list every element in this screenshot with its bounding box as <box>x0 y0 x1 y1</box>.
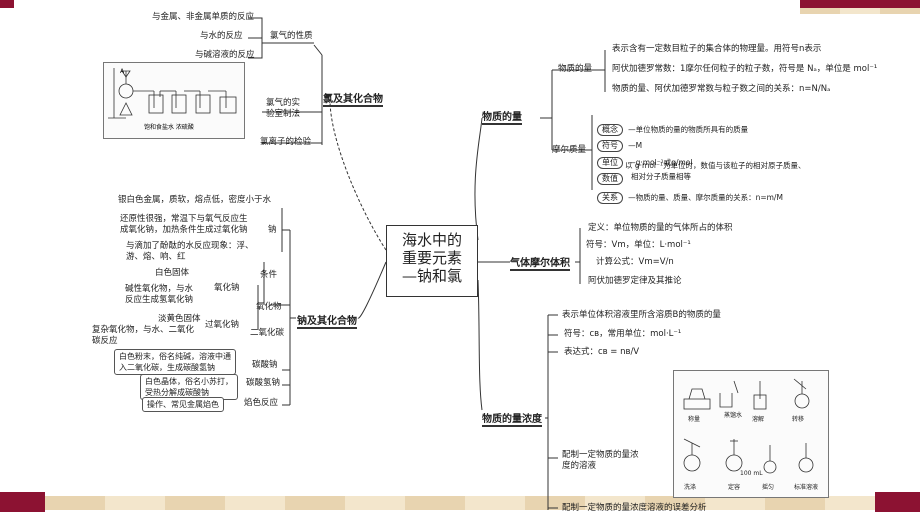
sodium-na2o-label: 氧化钠 <box>214 283 240 293</box>
sodium-na2o-2: 碱性氧化物，与水 <box>125 284 194 294</box>
chlorine-lab-label-2: 验室制法 <box>266 109 301 119</box>
sodium-water-2: 游、熔、响、红 <box>126 252 186 262</box>
prep-step-volume: 定容 <box>728 483 740 491</box>
prep-step-shake: 摇匀 <box>762 483 774 491</box>
bottom-left-accent-bar <box>0 492 45 512</box>
chlorine-ion-test: 氯离子的检验 <box>260 137 312 147</box>
prep-step-weigh: 称量 <box>688 415 700 423</box>
mole-sub1-item-3: 物质的量、阿伏加德罗常数与粒子数之间的关系：n=N/Nₐ <box>612 84 831 94</box>
molar-relation-text: —物质的量、质量、摩尔质量的关系：n=m/M <box>628 193 783 202</box>
chlorine-lab-label-1: 氯气的实 <box>266 98 301 108</box>
chlorine-branch-title: 氯及其化合物 <box>323 90 383 107</box>
sodium-bicarb-box: 白色晶体，俗名小苏打， 受热分解成碳酸钠 <box>140 374 238 400</box>
sodium-carbonate-box: 白色粉末，俗名纯碱，溶液中通 入二氧化碳，生成碳酸氢钠 <box>114 349 236 375</box>
solution-prep-drawing: 称量 蒸馏水 溶解 转移 洗涤 定容 摇匀 标准溶液 100 mL <box>683 378 818 491</box>
chlorine-property-1: 与金属、非金属单质的反应 <box>152 12 255 22</box>
sodium-co2-label: 二氧化碳 <box>250 328 285 338</box>
conc-branch-title: 物质的量浓度 <box>482 410 542 427</box>
lab-marker-a: A <box>120 68 125 75</box>
prep-step-dissolve: 溶解 <box>752 415 764 423</box>
conc-item-1: 表示单位体积溶液里所含溶质B的物质的量 <box>562 310 721 320</box>
sodium-carbonate-2: 入二氧化碳，生成碳酸氢钠 <box>119 363 215 372</box>
molar-symbol-row: 符号 —M <box>597 133 642 152</box>
molar-concept-row: 概念 —单位物质的量的物质所具有的质量 <box>597 117 748 136</box>
top-right-accent-bar <box>800 0 920 8</box>
molar-concept-text: —单位物质的量的物质所具有的质量 <box>628 125 749 134</box>
sodium-fact-1: 银白色金属，质软，熔点低，密度小于水 <box>118 195 272 205</box>
solution-prep-figure: 称量 蒸馏水 溶解 转移 洗涤 定容 摇匀 标准溶液 100 mL <box>673 370 829 498</box>
gas-item-3: 计算公式：Vm=V/n <box>596 257 674 267</box>
sodium-water-1: 与滴加了酚酞的水反应现象：浮、 <box>126 241 254 251</box>
gas-item-4: 阿伏加德罗定律及其推论 <box>588 276 682 286</box>
sodium-reduce-1: 还原性很强，常温下与氧气反应生 <box>120 214 248 224</box>
prep-flask-label: 100 mL <box>740 470 763 477</box>
lab-apparatus-drawing: A 饱和食盐水 浓硫酸 <box>108 68 237 131</box>
chlorine-property-3: 与碱溶液的反应 <box>195 50 255 60</box>
sodium-flame-box: 操作、常见金属焰色 <box>142 397 224 412</box>
center-topic: 海水中的 重要元素 —钠和氯 <box>386 225 478 297</box>
molar-relation-row: 关系 —物质的量、质量、摩尔质量的关系：n=m/M <box>597 185 783 204</box>
prep-step-transfer: 转移 <box>792 415 804 423</box>
lab-caption: 饱和食盐水 浓硫酸 <box>144 123 194 131</box>
sodium-na2o2-label: 过氧化钠 <box>205 320 240 330</box>
molar-unit-text: —g·mol⁻¹或g/mol <box>628 158 693 167</box>
sodium-na2o2-1: 淡黄色固体 <box>158 314 201 324</box>
sodium-oxides-label: 氧化物 <box>256 302 282 312</box>
sodium-carbonate-1: 白色粉末，俗名纯碱，溶液中通 <box>119 352 231 361</box>
gas-branch-title: 气体摩尔体积 <box>510 254 570 271</box>
molar-value-tag: 数值 <box>597 173 623 185</box>
chlorine-lab-apparatus-figure: A 饱和食盐水 浓硫酸 <box>103 62 245 139</box>
center-line-2: 重要元素 <box>401 249 462 267</box>
molar-value-text-1: 以 g·mol⁻¹为单位时，数值与该粒子的相对原子质量、 <box>625 161 806 170</box>
center-line-3: —钠和氯 <box>401 267 462 285</box>
mole-branch-title: 物质的量 <box>482 108 522 125</box>
prep-step-standard: 标准溶液 <box>794 483 818 491</box>
molar-unit-row: 单位 —g·mol⁻¹或g/mol <box>597 150 692 169</box>
conc-item-3: 表达式：cʙ = nʙ/V <box>564 347 640 357</box>
prep-step-wash: 洗涤 <box>684 483 696 491</box>
sodium-bicarb-label: 碳酸氢钠 <box>246 378 281 388</box>
sodium-na2o2-2: 复杂氧化物，与水、二氧化 <box>92 325 195 335</box>
molar-relation-tag: 关系 <box>597 192 623 204</box>
top-left-accent-bar <box>0 0 14 8</box>
molar-symbol-text: —M <box>628 141 643 150</box>
molar-value-text-2: 相对分子质量相等 <box>631 172 691 181</box>
gas-item-2: 符号：Vm，单位：L·mol⁻¹ <box>586 240 691 250</box>
bottom-pattern-bar <box>45 496 875 510</box>
mole-sub1-item-2: 阿伏加德罗常数：1摩尔任何粒子的粒子数，符号是 Nₐ，单位是 mol⁻¹ <box>612 64 878 74</box>
sodium-bicarb-2: 受热分解成碳酸钠 <box>145 388 209 397</box>
sodium-reduce-2: 成氧化钠，加热条件生成过氧化钠 <box>120 225 248 235</box>
center-line-1: 海水中的 <box>401 231 462 249</box>
mole-sub1-item-1: 表示含有一定数目粒子的集合体的物理量。用符号n表示 <box>612 44 822 54</box>
sodium-metal-label: 钠 <box>268 225 277 235</box>
sodium-na2o2-3: 碳反应 <box>92 336 118 346</box>
top-right-pattern-bar <box>800 8 920 14</box>
sodium-na2o-3: 反应生成氢氧化钠 <box>125 295 194 305</box>
bottom-right-accent-bar <box>875 492 920 512</box>
conc-error: 配制一定物质的量浓度溶液的误差分析 <box>562 503 707 513</box>
sodium-flame-label: 焰色反应 <box>244 398 279 408</box>
molar-value-row: 数值 <box>597 166 623 185</box>
conc-prep-2: 度的溶液 <box>562 461 597 471</box>
mole-sub1: 物质的量 <box>558 64 593 74</box>
mole-sub2: 摩尔质量 <box>552 145 587 155</box>
chlorine-property-2: 与水的反应 <box>200 31 243 41</box>
conc-item-2: 符号：cʙ，常用单位：mol·L⁻¹ <box>564 329 682 339</box>
chlorine-properties-label: 氯气的性质 <box>270 31 313 41</box>
prep-step-water: 蒸馏水 <box>724 411 742 419</box>
gas-item-1: 定义：单位物质的量的气体所占的体积 <box>588 223 733 233</box>
sodium-condition: 条件 <box>260 270 278 280</box>
sodium-flame-1: 操作、常见金属焰色 <box>147 400 219 409</box>
conc-prep-1: 配制一定物质的量浓 <box>562 450 639 460</box>
sodium-carbonate-label: 碳酸钠 <box>252 360 278 370</box>
sodium-bicarb-1: 白色晶体，俗名小苏打， <box>145 377 233 386</box>
sodium-branch-title: 钠及其化合物 <box>297 312 357 329</box>
sodium-na2o-1: 白色固体 <box>155 268 190 278</box>
